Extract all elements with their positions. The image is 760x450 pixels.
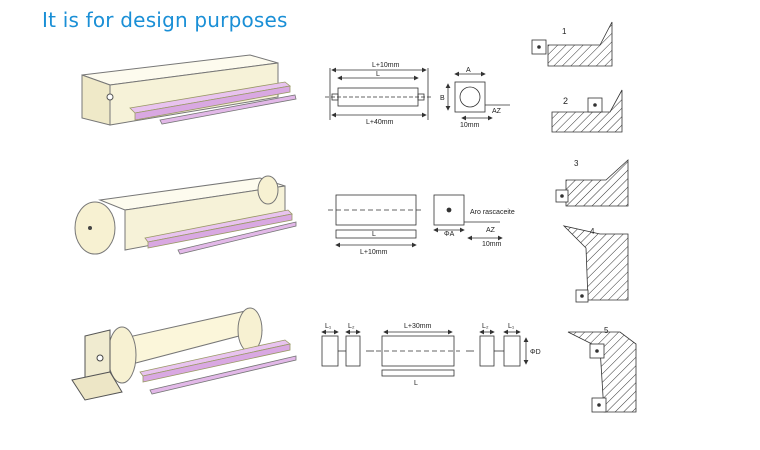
diagram1-dim-bottom: L+40mm: [366, 119, 394, 126]
diagram3-label-l2-left: L₂: [348, 323, 355, 330]
diagram1-label-10mm: 10mm: [460, 122, 480, 129]
diagram1-label-a: A: [466, 67, 471, 74]
diagram2-dim-bottom: L+10mm: [360, 249, 388, 256]
diagram2-label-10mm: 10mm: [482, 241, 502, 248]
illustration-drum-bracket: [71, 307, 297, 401]
section-drawing-1: [531, 21, 613, 67]
diagram3-label-l: L: [414, 380, 418, 387]
diagram1-label-az: AZ: [492, 108, 502, 115]
section-drawing-2: [551, 89, 623, 133]
section-number-3: 3: [574, 159, 579, 168]
section-number-1: 1: [562, 27, 567, 36]
diagram1-label-b: B: [440, 95, 445, 102]
section-drawing-3: [555, 159, 629, 207]
dimension-diagram-3: [321, 329, 529, 377]
diagram2-label-phi-a: ΦA: [444, 231, 455, 238]
section-number-5: 5: [604, 326, 609, 335]
diagram1-dim-inner: L: [376, 71, 380, 78]
diagram3-dim-top: L+30mm: [404, 323, 432, 330]
page-title: It is for design purposes: [42, 8, 288, 32]
section-drawing-4: [562, 225, 629, 303]
diagram3-label-l2-right: L₂: [482, 323, 489, 330]
diagram3-label-l1-left: L₁: [325, 323, 332, 330]
section-number-2: 2: [563, 96, 568, 106]
illustration-roller-box: [74, 175, 297, 255]
diagram2-label-aro: Aro rascaceite: [470, 209, 515, 216]
illustration-box-cleaner: [81, 54, 297, 126]
diagram1-dim-top: L+10mm: [372, 62, 400, 69]
diagram2-label-az: AZ: [486, 227, 496, 234]
diagram2-label-l: L: [372, 231, 376, 238]
diagram3-label-phi-d: ΦD: [530, 349, 541, 356]
section-drawing-5: [567, 331, 637, 413]
dimension-diagram-2: [328, 194, 503, 248]
diagram3-label-l1-right: L₁: [508, 323, 515, 330]
section-number-4: 4: [590, 227, 595, 236]
dimension-diagram-1: [325, 67, 510, 121]
